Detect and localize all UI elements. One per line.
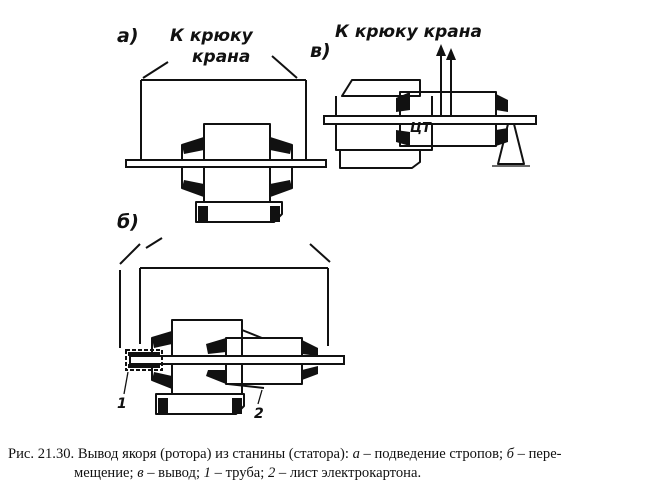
rotor-windings-b xyxy=(206,338,318,384)
sling-right-a xyxy=(271,55,298,79)
caption-line2: мещение; в – вывод; 1 – труба; 2 – лист … xyxy=(8,464,648,483)
sling-sides-a xyxy=(140,80,307,163)
caption-n1-text: – труба; xyxy=(210,465,268,481)
base-b xyxy=(155,393,245,415)
sling-left-b xyxy=(119,243,141,265)
rotor-windings-v xyxy=(396,92,508,146)
base-v xyxy=(339,149,421,169)
caption-line2-prefix: мещение; xyxy=(74,465,138,481)
hook-a-text-line1: К крюку xyxy=(170,26,254,46)
hook-lines-v xyxy=(440,50,452,122)
panel-a-label: а) xyxy=(117,25,139,47)
support-stand-v xyxy=(497,123,525,165)
part-2-label: 2 xyxy=(254,406,264,422)
caption-n2: 2 xyxy=(267,465,276,481)
figure-diagram: а) К крюку крана в) К крюку крана ЦТ xyxy=(117,22,537,422)
shaft-v xyxy=(323,115,537,125)
shaft-a xyxy=(125,159,327,168)
caption-n1: 1 xyxy=(203,465,211,481)
caption-line1-prefix: Рис. 21.30. Вывод якоря (ротора) из стан… xyxy=(8,446,353,462)
sling-sides-b xyxy=(139,268,329,346)
center-mark-label: ЦТ xyxy=(410,121,432,136)
base-foot-left-a xyxy=(198,206,208,222)
caption-v-letter: в xyxy=(137,465,144,481)
base-a xyxy=(195,201,283,223)
shaft-b xyxy=(129,355,345,365)
caption-b-letter: б xyxy=(506,446,515,462)
panel-b-drawing: б) 1 2 xyxy=(117,211,345,422)
leader-2 xyxy=(257,389,263,405)
sling-right-b xyxy=(309,243,331,263)
cardboard-sheet xyxy=(227,383,265,389)
base-foot-right-a xyxy=(270,206,280,222)
sling-left-a xyxy=(142,61,169,79)
caption-a-letter: а xyxy=(352,446,360,462)
tube-fill xyxy=(128,352,160,368)
caption-b-text: – пере- xyxy=(514,446,562,462)
hook-arrows-v xyxy=(436,44,456,60)
figure-caption: Рис. 21.30. Вывод якоря (ротора) из стан… xyxy=(8,445,648,483)
hook-a-text-line2: крана xyxy=(192,47,250,67)
leader-1 xyxy=(123,371,129,395)
tube-part-1 xyxy=(125,349,163,371)
panel-v-drawing: в) К крюку крана ЦТ xyxy=(310,22,537,169)
base-foot-left-b xyxy=(158,398,168,414)
part-1-label: 1 xyxy=(117,396,127,412)
caption-v-text: – вывод; xyxy=(143,465,204,481)
panel-b-label: б) xyxy=(117,211,139,233)
panel-v-label: в) xyxy=(310,40,331,62)
windings-fill-a xyxy=(182,138,292,196)
caption-a-text: – подведение стропов; xyxy=(359,446,507,462)
stator-windings-fill-b xyxy=(152,332,172,388)
panel-a-drawing: а) К крюку крана xyxy=(117,25,327,223)
caption-n2-text: – лист электрокартона. xyxy=(275,465,422,481)
hook-v-text: К крюку крана xyxy=(335,22,482,42)
sling-mid-b xyxy=(145,237,163,249)
base-foot-right-b xyxy=(232,398,242,414)
